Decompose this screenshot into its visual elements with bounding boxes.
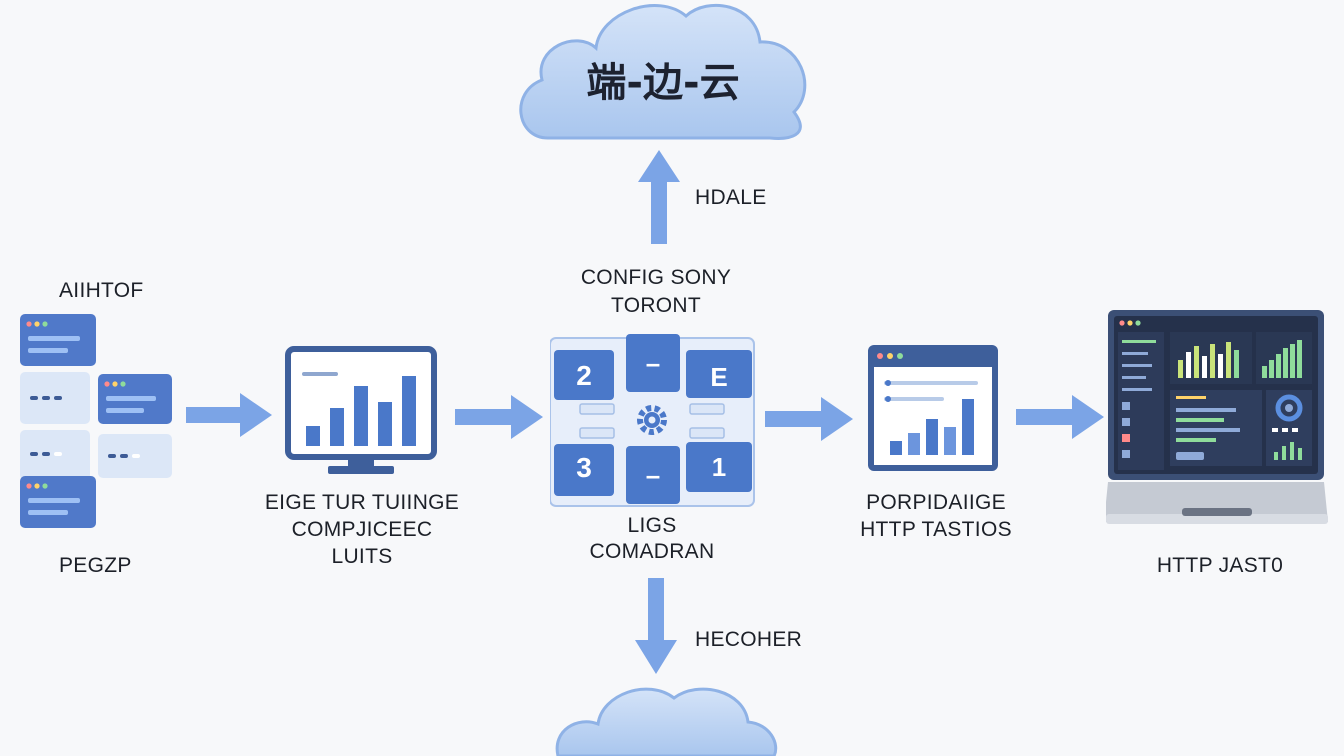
devices-subtitle: PEGZP: [59, 554, 132, 577]
hub-tile-top-mid: –: [645, 348, 661, 378]
arrow-portal-to-laptop: [1014, 392, 1106, 442]
edge-monitor-icon: [284, 346, 438, 478]
bottom-cloud: [548, 676, 778, 756]
hub-tile-bottom-mid: –: [645, 460, 661, 490]
arrow-edge-to-hub: [453, 392, 545, 442]
cloud-icon: [555, 687, 778, 756]
hub-tile-bottom-right: 1: [711, 452, 727, 482]
edge-label-3: LUITS: [331, 545, 393, 568]
up-arrow-label: HDALE: [695, 186, 767, 209]
hub-label-bottom-2: COMADRAN: [589, 540, 715, 563]
laptop-dashboard-icon: [1106, 308, 1328, 528]
laptop-label: HTTP JAST0: [1156, 554, 1284, 577]
edge-label-1: EIGE TUR TUIINGE: [264, 491, 460, 514]
edge-label-2: COMPJICEEC: [291, 518, 433, 541]
up-arrow: [636, 148, 682, 246]
portal-label-1: PORPIDAIIGE: [866, 491, 1006, 514]
hub-label-top-1: CONFIG SONY: [580, 266, 732, 289]
arrow-devices-to-edge: [184, 390, 274, 440]
hub-label-top-2: TORONT: [610, 294, 702, 317]
hub-tile-top-right: E: [710, 362, 728, 392]
down-arrow: [633, 576, 679, 676]
gear-icon: [637, 405, 667, 435]
portal-label-2: HTTP TASTIOS: [860, 518, 1012, 541]
hub-label-bottom-1: LIGS: [627, 514, 677, 537]
cloud-icon: [519, 3, 807, 140]
arrow-hub-to-portal: [763, 394, 855, 444]
hub-module: [550, 332, 755, 510]
hub-tile-bottom-left: 3: [576, 452, 592, 483]
hub-tile-top-left: 2: [576, 360, 592, 391]
top-cloud: [508, 0, 818, 145]
portal-window-icon: [866, 343, 1000, 473]
device-cards: [18, 312, 178, 532]
down-arrow-label: HECOHER: [695, 628, 803, 651]
cloud-title: 端-边-云: [586, 60, 740, 106]
devices-title: AIIHTOF: [59, 279, 144, 302]
